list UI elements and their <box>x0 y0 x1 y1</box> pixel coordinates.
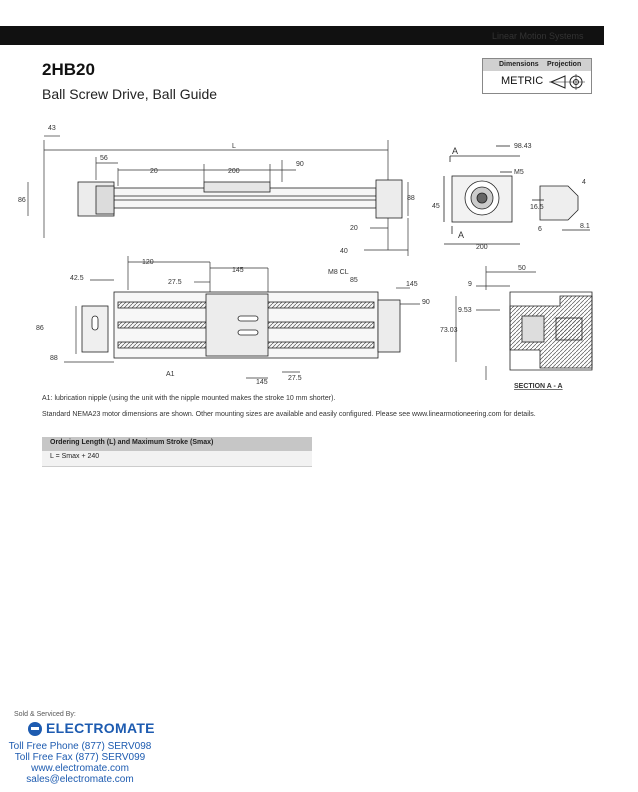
header-bar <box>0 26 604 45</box>
lubrication-nipple-marker: A1 <box>166 371 175 378</box>
end-view-labels: A A 98.43 M5 45 200 4 16.5 6 8.1 <box>432 143 590 251</box>
dim-4: 4 <box>582 179 586 186</box>
top-view-labels: 43 56 20 L 200 90 86 88 20 40 <box>18 125 415 255</box>
toll-free-phone: Toll Free Phone (877) SERV098 <box>8 741 152 752</box>
dim-20-bottom: 20 <box>350 225 358 232</box>
section-marker-top: A <box>452 146 458 156</box>
dim-43: 43 <box>48 125 56 132</box>
dim-20-top: 20 <box>150 168 158 175</box>
product-model: 2HB20 <box>42 60 95 79</box>
projection-symbol-icon <box>549 74 585 90</box>
dim-6: 6 <box>538 226 542 233</box>
dim-85: 85 <box>350 277 358 284</box>
email-link[interactable]: sales@electromate.com <box>26 774 134 785</box>
technical-drawing: 43 56 20 L 200 90 86 88 20 40 A A 98.43 … <box>18 125 593 390</box>
dim-8-1: 8.1 <box>580 223 590 230</box>
website-link[interactable]: www.electromate.com <box>31 763 129 774</box>
ordering-table: Ordering Length (L) and Maximum Stroke (… <box>42 437 312 467</box>
dim-45: 45 <box>432 203 440 210</box>
dim-27-5-bottom: 27.5 <box>288 375 302 382</box>
dim-145-right: 145 <box>406 281 418 288</box>
dim-120: 120 <box>142 259 154 266</box>
dim-27-5-top: 27.5 <box>168 279 182 286</box>
dim-145-bottom: 145 <box>256 379 268 386</box>
thread-M5: M5 <box>514 169 524 176</box>
dim-90-top: 90 <box>296 161 304 168</box>
note-a1: A1: lubrication nipple (using the unit w… <box>42 395 336 402</box>
dim-86-top: 86 <box>18 197 26 204</box>
dim-9-53: 9.53 <box>458 307 472 314</box>
dim-L: L <box>232 143 236 150</box>
dim-88-bottom: 88 <box>50 355 58 362</box>
toll-free-fax: Toll Free Fax (877) SERV099 <box>14 752 146 763</box>
dim-16-5: 16.5 <box>530 204 544 211</box>
table-row: L = Smax + 240 <box>42 451 312 467</box>
product-description: Ball Screw Drive, Ball Guide <box>42 86 218 102</box>
dim-200-top: 200 <box>228 168 240 175</box>
dim-73-03: 73.03 <box>440 327 458 334</box>
dimensions-box: Dimensions Projection METRIC <box>482 58 592 94</box>
note-standard: Standard NEMA23 motor dimensions are sho… <box>42 411 536 418</box>
section-label: Linear Motion Systems <box>492 31 584 41</box>
brand-name: ELECTROMATE <box>46 720 155 736</box>
bottom-view-labels: 120 145 M8 CL 85 42.5 27.5 145 90 86 88 … <box>36 259 430 386</box>
electromate-mark-icon <box>28 722 42 736</box>
dim-200-end: 200 <box>476 244 488 251</box>
dimensions-label: Dimensions <box>499 61 539 68</box>
dim-50: 50 <box>518 265 526 272</box>
dim-88-top: 88 <box>407 195 415 202</box>
dim-56: 56 <box>100 155 108 162</box>
ordering-table-header: Ordering Length (L) and Maximum Stroke (… <box>42 437 312 451</box>
electromate-logo: ELECTROMATE <box>28 720 155 738</box>
dim-40: 40 <box>340 248 348 255</box>
dim-42-5: 42.5 <box>70 275 84 282</box>
section-labels: 50 9 9.53 73.03 SECTION A - A <box>440 265 563 390</box>
thread-M8-CL: M8 CL <box>328 269 349 276</box>
dim-86-bottom: 86 <box>36 325 44 332</box>
dim-90-right: 90 <box>422 299 430 306</box>
dim-145-top: 145 <box>232 267 244 274</box>
sold-by-label: Sold & Serviced By: <box>14 711 76 718</box>
section-title: SECTION A - A <box>514 383 563 390</box>
projection-label: Projection <box>547 61 582 68</box>
section-marker-bottom: A <box>458 230 464 240</box>
dim-98-43: 98.43 <box>514 143 532 150</box>
units-label: METRIC <box>501 75 544 87</box>
dim-9: 9 <box>468 281 472 288</box>
dimensions-box-header: Dimensions Projection <box>483 59 591 71</box>
